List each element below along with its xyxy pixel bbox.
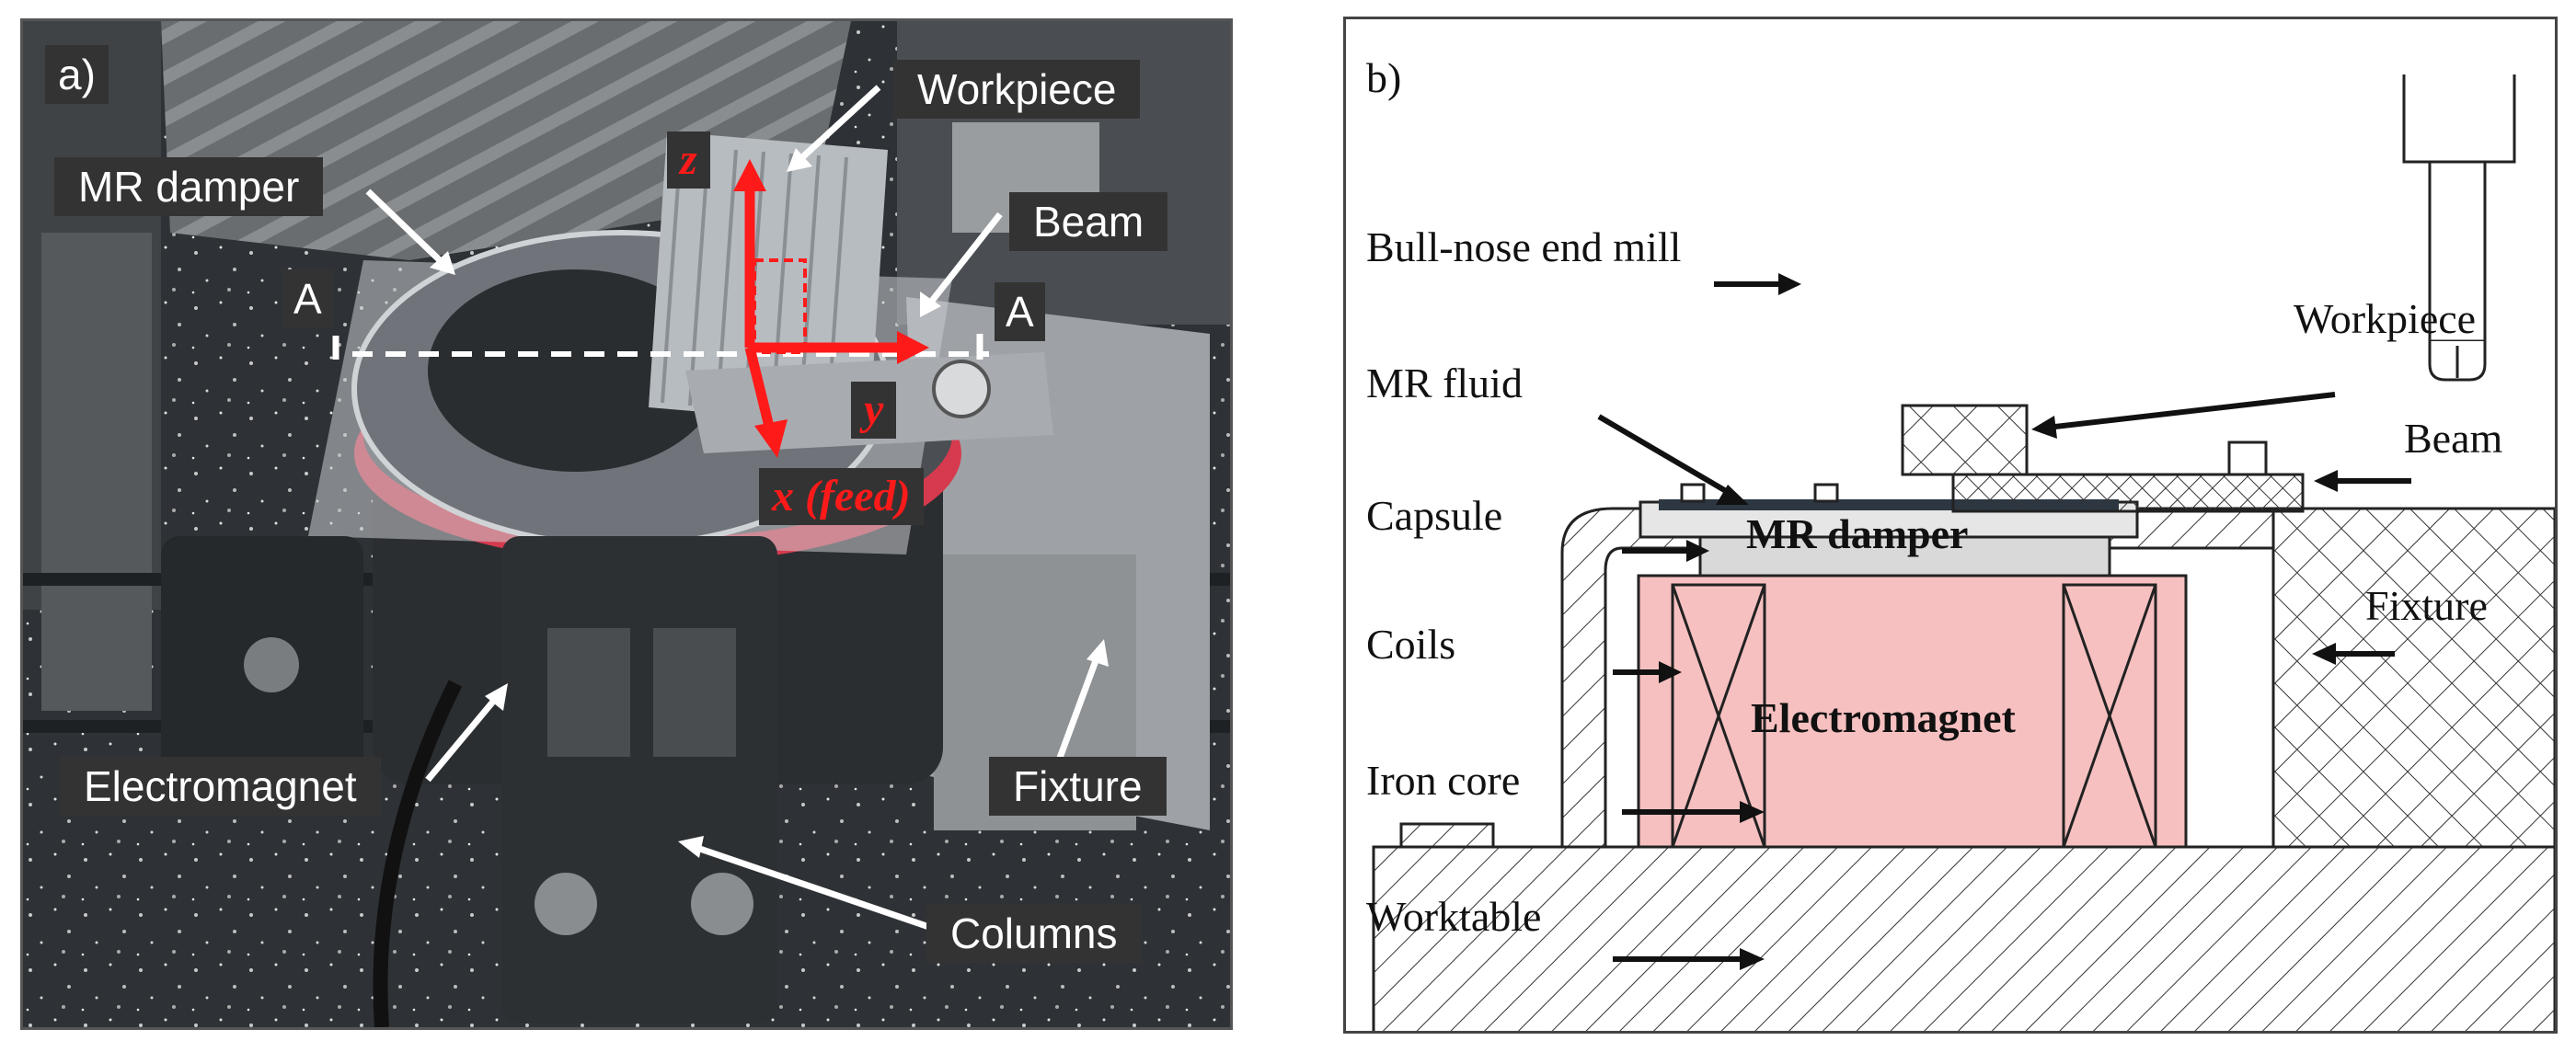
- y-axis-label: y: [851, 382, 897, 439]
- fixture-label: Fixture: [989, 757, 1167, 816]
- section-right-label: A: [995, 282, 1045, 341]
- schematic-panel: b) Bull-nose end mill Workpiece MR fluid…: [1343, 17, 2558, 1034]
- beam-label-b: Beam: [2404, 415, 2503, 462]
- electromagnet-label-b: Electromagnet: [1751, 694, 2016, 741]
- iron-core-label: Iron core: [1366, 757, 1521, 804]
- panel-a-tag: a): [45, 45, 109, 104]
- panel-b-tag: b): [1366, 54, 1402, 101]
- workpiece-label: Workpiece: [893, 60, 1141, 119]
- fixture-label-b: Fixture: [2365, 582, 2488, 629]
- z-axis-label: z: [667, 132, 710, 189]
- worktable-label: Worktable: [1366, 893, 1542, 940]
- beam-label: Beam: [1009, 192, 1168, 251]
- workpiece-label-b: Workpiece: [2294, 295, 2477, 342]
- columns-label: Columns: [926, 904, 1142, 963]
- mr-fluid-label: MR fluid: [1366, 360, 1523, 406]
- section-left-label: A: [282, 269, 333, 328]
- end-mill-shape: [2402, 74, 2516, 382]
- worktable-shape: [1372, 845, 2555, 1031]
- photo-panel: a) Workpiece MR damper Beam A A Electrom…: [20, 18, 1233, 1030]
- mr-damper-label: MR damper: [54, 157, 324, 216]
- x-feed-axis-label: x (feed): [759, 468, 924, 525]
- cross-section-diagram: [1372, 74, 2555, 1031]
- electromagnet-label: Electromagnet: [60, 757, 381, 816]
- mr-damper-label-b: MR damper: [1746, 510, 1969, 557]
- coils-label: Coils: [1366, 621, 1456, 668]
- capsule-label: Capsule: [1366, 492, 1503, 539]
- machine-photo: [23, 21, 1230, 1027]
- end-mill-label: Bull-nose end mill: [1366, 223, 1682, 270]
